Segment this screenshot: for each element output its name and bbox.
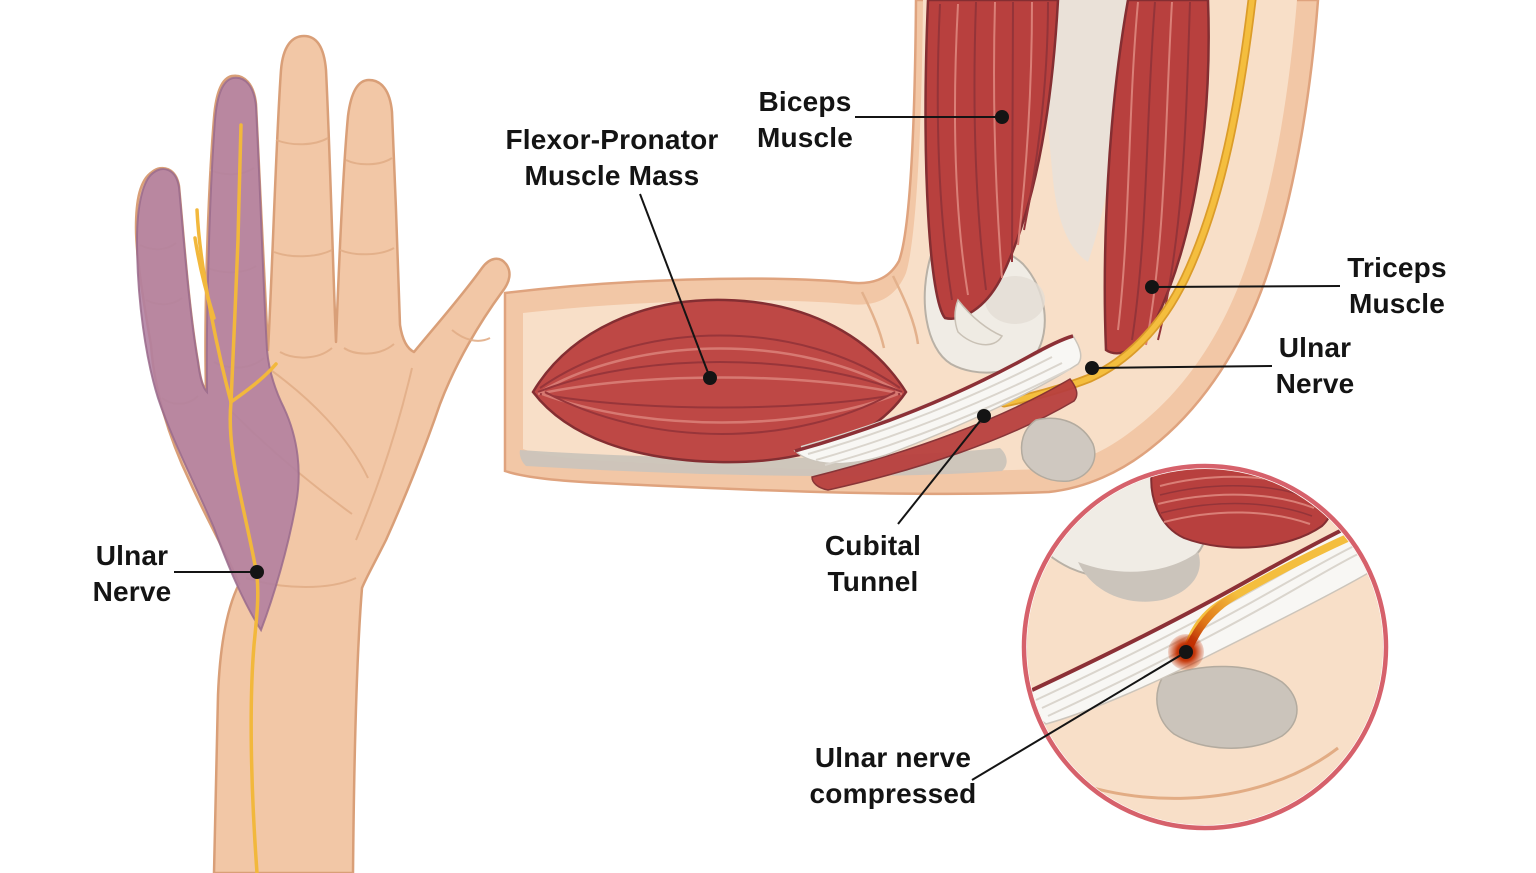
pointer-dot-biceps — [995, 110, 1009, 124]
triceps-muscle-shape — [1103, 0, 1210, 355]
pointer-dot-hand-ulnar-nerve — [250, 565, 264, 579]
biceps-muscle-shape — [924, 0, 1060, 346]
inset-ring — [1021, 463, 1389, 831]
biceps-striations — [936, 1, 1049, 301]
label-triceps-muscle: Triceps Muscle — [1347, 252, 1447, 319]
inset-detail — [1021, 463, 1389, 831]
triceps-striations — [1117, 1, 1191, 346]
hand-illustration — [134, 34, 511, 873]
label-cubital-tunnel: Cubital Tunnel — [824, 530, 922, 597]
label-flexor-pronator-muscle-mass: Flexor-Pronator Muscle Mass — [505, 124, 719, 191]
label-ulnar-nerve-hand: Ulnar Nerve — [92, 540, 172, 607]
pointer-dot-flexor-pronator — [703, 371, 717, 385]
pointer-dot-compressed — [1179, 645, 1193, 659]
pointer-dot-triceps — [1145, 280, 1159, 294]
label-ulnar-nerve-compressed: Ulnar nerve compressed — [809, 742, 977, 809]
cubital-tunnel-band — [793, 334, 1082, 466]
inset-content — [1027, 469, 1383, 825]
label-ulnar-nerve-elbow: Ulnar Nerve — [1275, 332, 1355, 399]
ulnar-nerve-hand-branches — [193, 123, 278, 873]
flexor-pronator-striations — [537, 334, 903, 435]
olecranon-shadow — [1020, 417, 1096, 482]
pointer-dots — [250, 110, 1193, 659]
pointer-dot-cubital-tunnel — [977, 409, 991, 423]
flexor-pronator-muscle — [531, 298, 908, 464]
label-biceps-muscle: Biceps Muscle — [756, 86, 854, 153]
elbow-crease-lines — [860, 275, 920, 349]
ulnar-nerve-trunk — [228, 400, 260, 873]
leader-lines — [174, 116, 1341, 781]
biceps-tendon — [954, 298, 1004, 346]
tunnel-band-red-edge — [794, 334, 1074, 453]
inset-trochlea — [1156, 665, 1298, 749]
pointer-dot-ulnar-nerve — [1085, 361, 1099, 375]
upper-arm-fascia — [1042, 0, 1128, 262]
elbow-illustration — [503, 0, 1320, 496]
deep-flexor-wedge — [811, 378, 1078, 491]
